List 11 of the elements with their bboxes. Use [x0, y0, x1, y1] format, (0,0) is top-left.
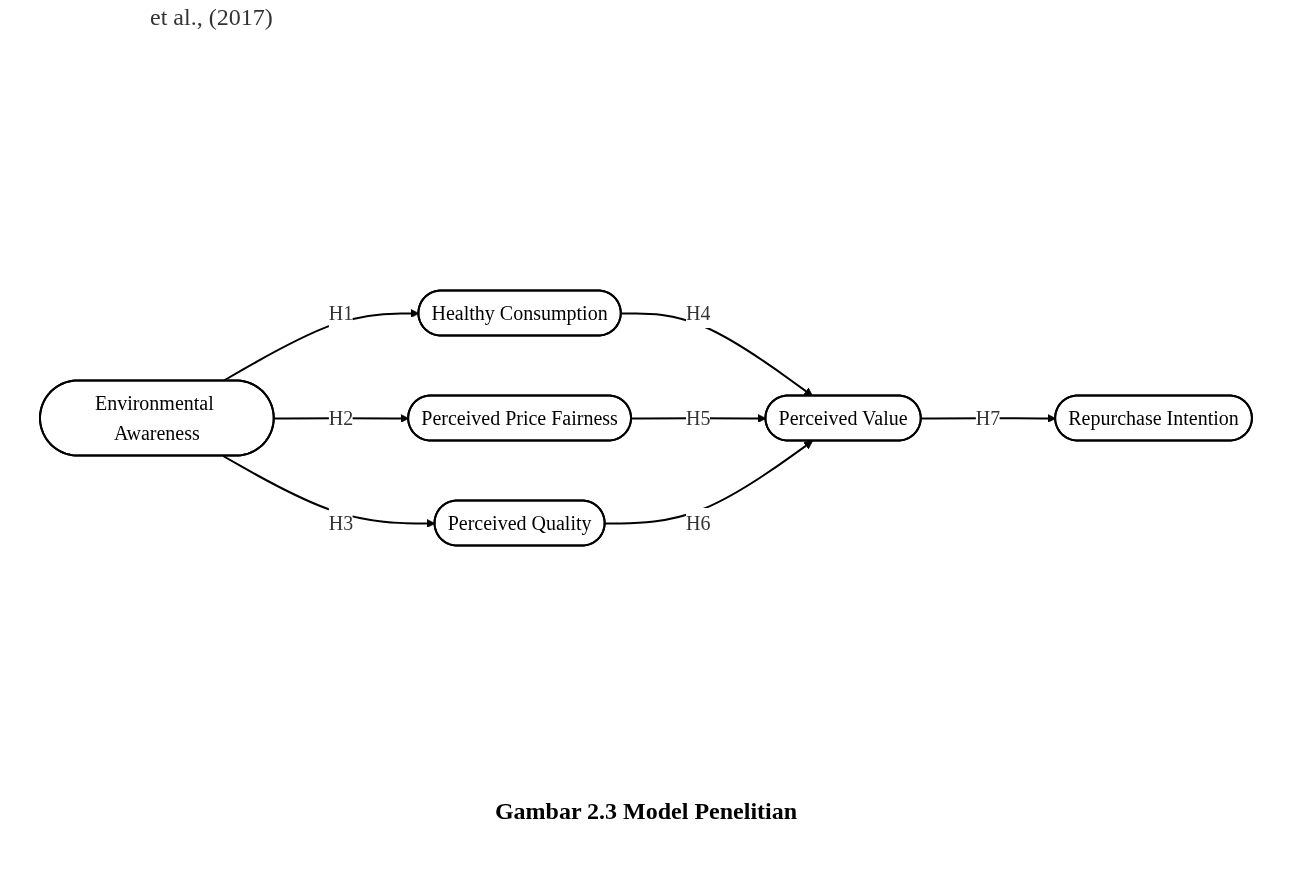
edge-label: H1: [328, 302, 354, 324]
edge-label: H7: [975, 407, 1001, 429]
figure-caption: Gambar 2.3 Model Penelitian: [493, 798, 799, 825]
edge-label: H3: [328, 512, 354, 534]
note-text: et al., (2017): [150, 4, 273, 30]
edge-label: H2: [328, 407, 354, 429]
arrow: [620, 312, 813, 397]
edge-label: H5: [686, 407, 711, 429]
arrow: [604, 440, 813, 525]
edge-label: H6: [686, 512, 711, 534]
edge-label: H4: [686, 302, 711, 324]
